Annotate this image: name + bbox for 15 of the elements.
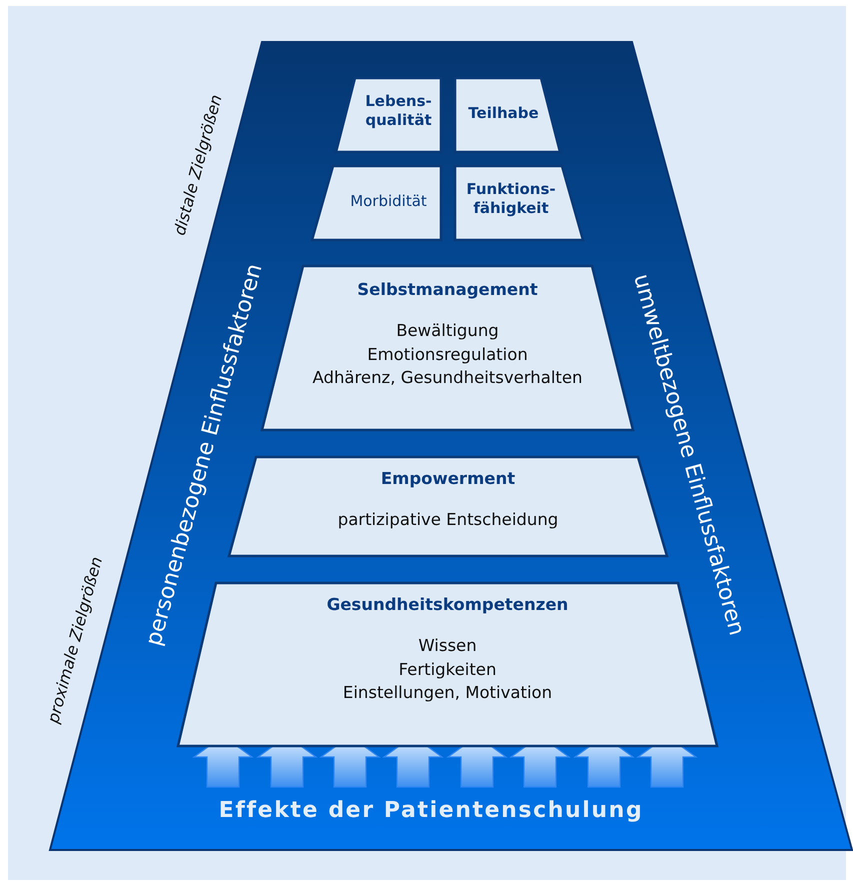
box-heading: Gesundheitskompetenzen [326,595,568,616]
box-text: Wissen [418,634,477,657]
box-heading: Selbstmanagement [357,280,538,301]
box-text: Emotionsregulation [367,344,528,366]
box-text: partizipative Entscheidung [338,508,558,531]
box-text: Adhärenz, Gesundheitsverhalten [312,367,583,390]
box-heading: Teilhabe [468,104,539,123]
box-heading: Empowerment [380,469,516,490]
box-text: Bewältigung [396,320,499,342]
box-heading: Funktions-fähigkeit [465,180,557,218]
box-heading: Lebens-qualität [364,92,433,130]
box-text: Einstellungen, Motivation [342,682,552,704]
base-label: Effekte der Patientenschulung [218,798,644,824]
box-heading: Morbidität [350,192,427,211]
box-text: Fertigkeiten [398,658,496,681]
